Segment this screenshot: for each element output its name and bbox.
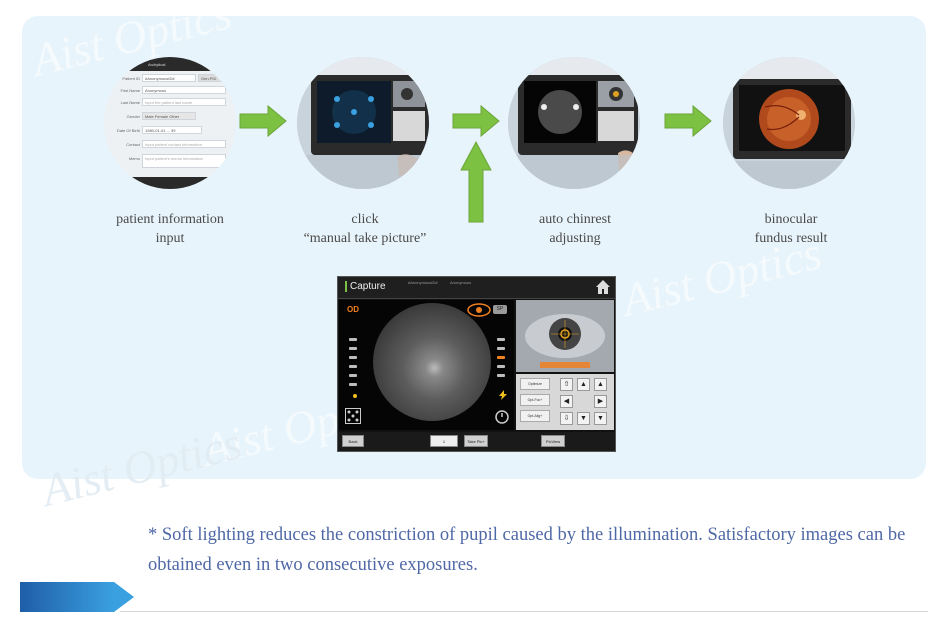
indicator-light (349, 356, 357, 359)
form-footer (104, 177, 236, 189)
decorative-bar-tip (114, 582, 134, 612)
left-arrow-icon[interactable]: ◀ (560, 395, 573, 408)
indicator-light (349, 374, 357, 377)
capture-screen: Capture #AnonymousID# Anonymous OD SP (337, 276, 616, 452)
manual-take-picture-screenshot (297, 57, 429, 189)
device-screen-illustration (723, 57, 855, 189)
move-backward-icon[interactable]: ⇩ (560, 412, 573, 425)
decorative-bar (20, 582, 114, 612)
first-name-input[interactable]: Anonymous (142, 86, 226, 94)
indicator-light (349, 365, 357, 368)
anterior-eye-view (516, 300, 614, 372)
caption-line: fundus result (754, 231, 828, 246)
exposure-count-select[interactable]: 1 (430, 435, 458, 447)
fundus-result-screenshot (723, 57, 855, 189)
fundus-preview: OD SP (339, 300, 514, 430)
capture-footer: Back 1 Take Pic+ PicView (338, 432, 615, 451)
form-row-dob: Date Of Birth 1980-01-01 ... 39 (104, 125, 236, 135)
caption-line: input (155, 231, 185, 246)
form-row-contact: Contact Input patient contact informatio… (104, 139, 236, 149)
auto-chinrest-screenshot (508, 57, 640, 189)
home-icon[interactable] (595, 279, 611, 295)
form-row-patient-id: Patient ID #AnonymousID# Gen.PID (104, 73, 236, 83)
flash-icon (499, 390, 507, 400)
field-label: Patient ID (122, 76, 140, 81)
arrow-right-icon (664, 104, 712, 138)
down-arrow-icon[interactable]: ▼ (594, 412, 607, 425)
arrow-up-icon (460, 140, 492, 223)
caption-line: auto chinrest (539, 212, 611, 227)
indicator-light (349, 383, 357, 386)
form-row-last-name: Last Name Input the patient last name (104, 97, 236, 107)
gen-pid-button[interactable]: Gen.PID (198, 74, 222, 82)
indicator-light (497, 356, 505, 359)
gender-selector[interactable]: Male Female Other (142, 112, 196, 120)
indicator-light (497, 365, 505, 368)
indicator-light (349, 338, 357, 341)
field-label: Last Name (120, 100, 140, 105)
form-header: Archytical (104, 57, 236, 71)
contact-input[interactable]: Input patient contact information (142, 140, 226, 148)
eye-camera-image (516, 300, 614, 372)
device-screen-illustration (508, 57, 640, 189)
field-label: Memo (128, 156, 140, 161)
form-row-gender: Gender Male Female Other (104, 111, 236, 121)
arrow-right-icon (452, 104, 500, 138)
footnote: * Soft lighting reduces the constriction… (148, 525, 906, 575)
sun-icon (353, 394, 357, 398)
indicator-light (349, 347, 357, 350)
step-caption: patient information input (85, 210, 255, 248)
arrow-right-icon (239, 104, 287, 138)
pic-view-button[interactable]: PicView (541, 435, 565, 447)
caption-line: “manual take picture” (303, 231, 427, 246)
form-row-memo: Memo Input patient's memo information (104, 153, 236, 168)
sp-button[interactable]: SP (493, 305, 507, 314)
field-label: Contact (126, 142, 140, 147)
caption-line: binocular (764, 212, 818, 227)
capture-header: Capture #AnonymousID# Anonymous (338, 277, 615, 299)
capture-patient-name: Anonymous (450, 280, 472, 285)
caption-line: patient information (116, 212, 224, 227)
eye-indicator: OD (347, 305, 359, 314)
indicator-light (497, 347, 505, 350)
capture-patient-id: #AnonymousID# (408, 280, 438, 285)
field-label: First Name (120, 88, 140, 93)
timer-icon[interactable] (495, 408, 509, 424)
dob-input[interactable]: 1980-01-01 ... 39 (142, 126, 202, 134)
last-name-input[interactable]: Input the patient last name (142, 98, 226, 106)
right-arrow-icon[interactable]: ▶ (594, 395, 607, 408)
step-caption: binocular fundus result (706, 210, 876, 248)
back-button[interactable]: Back (342, 435, 364, 447)
eye-icon[interactable] (467, 303, 491, 317)
down-arrow-icon[interactable]: ▼ (577, 412, 590, 425)
step-caption: click “manual take picture” (280, 210, 450, 248)
divider (120, 611, 928, 612)
move-forward-icon[interactable]: ⇧ (560, 378, 573, 391)
optimize-button[interactable]: Optimize (520, 378, 550, 390)
field-label: Gender (126, 114, 140, 119)
indicator-light (497, 374, 505, 377)
device-screen-illustration (297, 57, 429, 189)
opt-foc-button[interactable]: Opt-Foc+ (520, 394, 550, 406)
opt-alig-button[interactable]: Opt-Alig+ (520, 410, 550, 422)
step-caption: auto chinrest adjusting (490, 210, 660, 248)
patient-form: Archytical Patient ID #AnonymousID# Gen.… (104, 57, 236, 189)
caption-line: click (351, 212, 379, 227)
form-tab: Archytical (148, 62, 166, 67)
capture-title: Capture (345, 281, 386, 292)
form-row-first-name: First Name Anonymous (104, 85, 236, 95)
patient-form-screenshot: Archytical Patient ID #AnonymousID# Gen.… (104, 57, 236, 189)
caption-line: adjusting (549, 231, 601, 246)
indicator-light (497, 338, 505, 341)
memo-input[interactable]: Input patient's memo information (142, 154, 226, 168)
control-panel: Optimize Opt-Foc+ Opt-Alig+ ⇧ ▲ ▲ ◀ ▶ ⇩ … (516, 374, 614, 430)
take-pic-button[interactable]: Take Pic+ (464, 435, 488, 447)
up-arrow-icon[interactable]: ▲ (594, 378, 607, 391)
patient-id-input[interactable]: #AnonymousID# (142, 74, 196, 82)
fundus-image (373, 303, 491, 421)
fixation-grid-icon[interactable] (345, 408, 361, 424)
up-arrow-icon[interactable]: ▲ (577, 378, 590, 391)
field-label: Date Of Birth (116, 128, 140, 133)
